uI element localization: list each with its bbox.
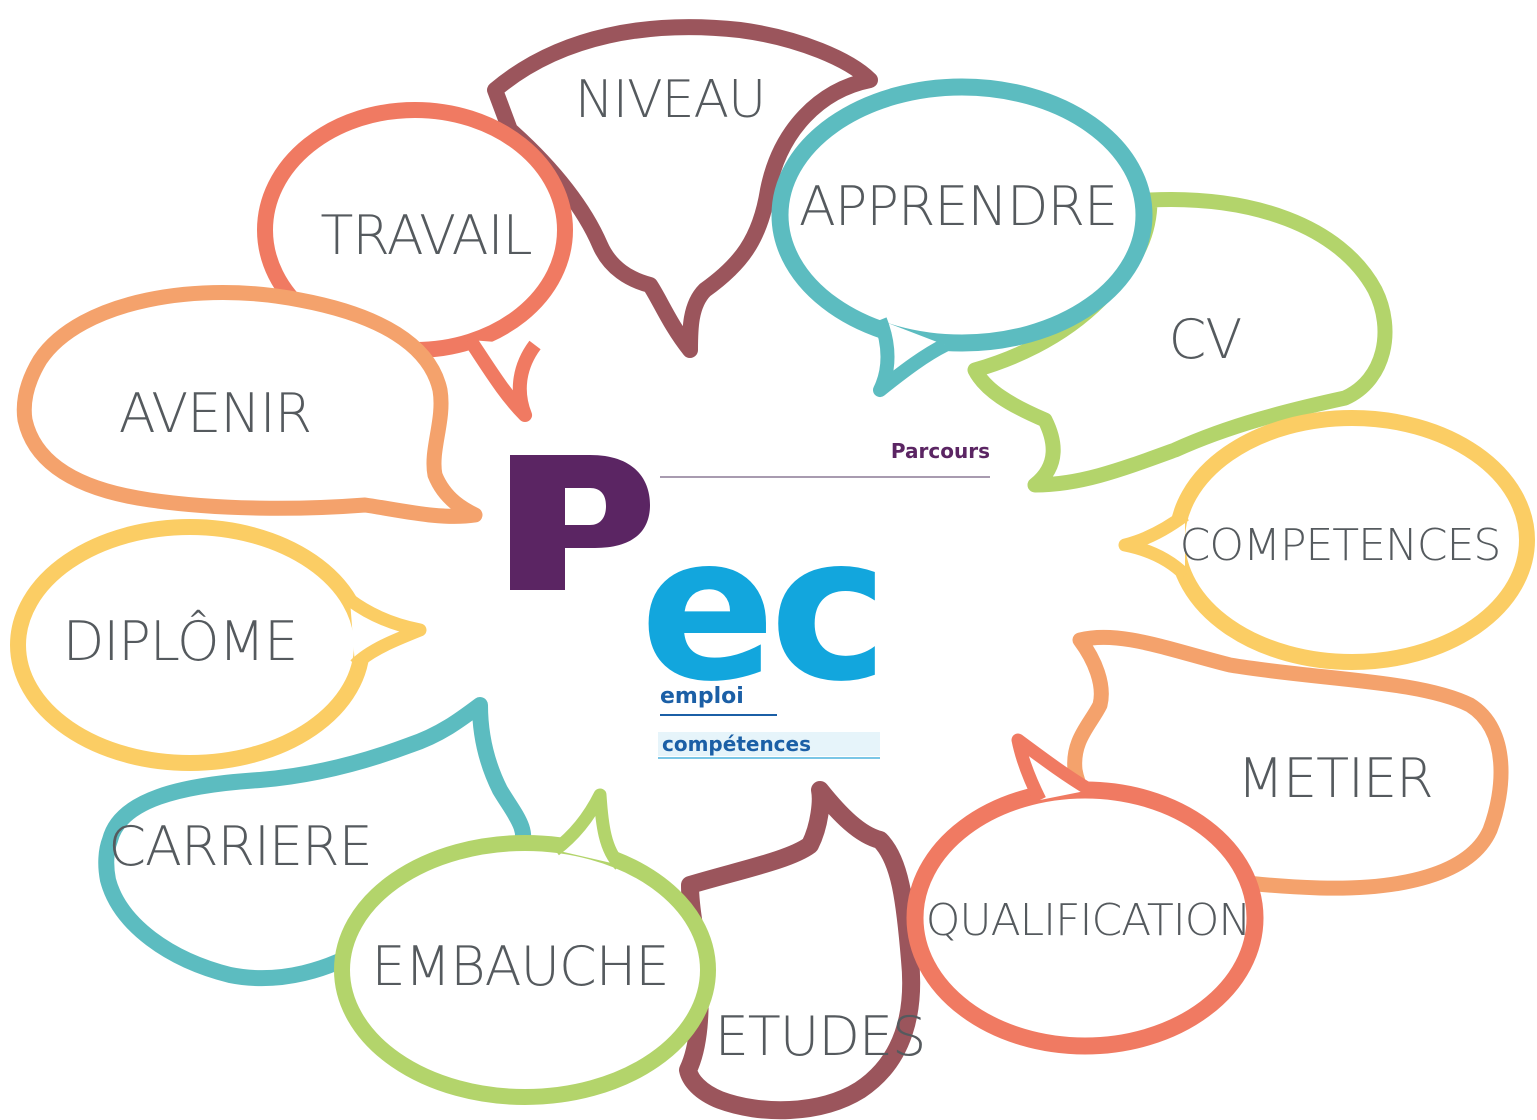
bubble-diplome-tail [346,594,427,670]
bubble-metier-label: METIER [1237,747,1432,810]
bubble-embauche-label: EMBAUCHE [372,935,669,998]
bubble-carriere-label: CARRIERE [108,815,371,878]
bubble-diplome-label: DIPLÔME [63,610,297,673]
bubble-etudes: ETUDES [679,781,926,1120]
bubble-etudes-shape [679,781,921,1120]
bubble-avenir-label: AVENIR [119,382,311,445]
bubble-embauche-tail [551,788,625,870]
bubble-diplome: DIPLÔME [10,519,427,771]
bubble-niveau-label: NIVEAU [575,70,765,130]
bubble-competences-tail [1118,509,1190,580]
bubble-qualification-tail [1011,733,1094,803]
logo-competences: compétences [662,732,811,756]
logo-letters-ec: ec [640,493,882,726]
bubble-cv-shape [967,191,1393,493]
logo-competences-band [658,732,880,756]
bubble-avenir: AVENIR [16,285,483,524]
bubble-cv-label: CV [1169,308,1242,371]
bubble-travail-tail [464,336,541,422]
bubble-etudes-label: ETUDES [715,1005,926,1068]
bubble-travail-label: TRAVAIL [320,204,531,267]
bubble-qualification: QUALIFICATION [906,733,1264,1055]
logo-emploi: emploi [660,684,744,709]
bubble-embauche-shape [334,835,716,1105]
bubble-avenir-shape [16,285,483,524]
logo-parcours: Parcours [891,439,990,463]
bubble-qualification-label: QUALIFICATION [926,895,1251,946]
pec-logo: Parcours ec emploi compétences [510,439,990,759]
bubble-apprendre-tail [873,317,949,397]
bubble-competences: COMPETENCES [1118,410,1535,670]
bubble-apprendre-label: APPRENDRE [799,175,1117,238]
logo-letter-p [510,455,650,590]
bubble-embauche: EMBAUCHE [334,788,716,1105]
bubble-apprendre-shape [771,78,1153,352]
bubble-apprendre: APPRENDRE [771,78,1153,397]
bubble-cv: CV [967,191,1393,493]
bubble-niveau-shape [487,19,878,358]
bubble-competences-label: COMPETENCES [1180,520,1501,571]
bubble-niveau: NIVEAU [487,19,878,358]
